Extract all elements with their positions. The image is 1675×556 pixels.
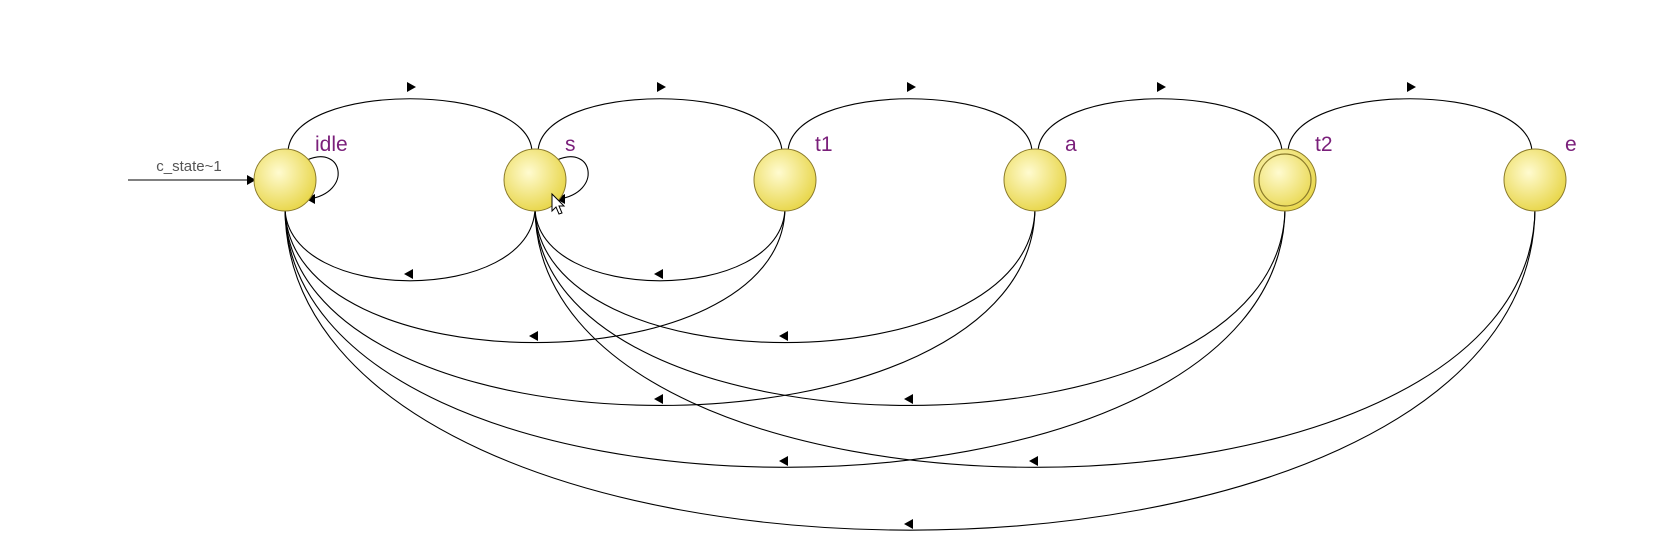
transition-t1-to-a-arrowhead	[907, 82, 916, 92]
state-t1-label: t1	[815, 133, 833, 156]
state-idle-label: idle	[315, 133, 348, 156]
state-t2-label: t2	[1315, 133, 1333, 156]
transition-s-to-s-arrowhead	[556, 194, 565, 204]
state-e[interactable]	[1503, 148, 1567, 212]
transition-a-to-s-arrowhead	[779, 331, 788, 341]
state-e-circle[interactable]	[1503, 148, 1567, 212]
transition-a-to-s	[534, 207, 1036, 344]
transition-t2-to-s-arrowhead	[904, 394, 913, 404]
transition-t2-to-e	[1287, 98, 1533, 153]
transition-e-to-s	[534, 207, 1536, 468]
transition-idle-to-idle-arrowhead	[306, 194, 315, 204]
transition-s-to-t1	[537, 98, 783, 153]
transition-s-to-idle	[284, 207, 536, 282]
state-t1[interactable]	[753, 148, 817, 212]
state-s-circle[interactable]	[503, 148, 567, 212]
initial-transition-arrowhead	[247, 175, 256, 185]
labels-layer: idle s t1 a t2 e	[315, 133, 1577, 156]
transition-idle-to-s-arrowhead	[407, 82, 416, 92]
state-e-label: e	[1565, 133, 1577, 156]
transition-t2-to-idle	[284, 207, 1286, 468]
state-t2[interactable]	[1253, 148, 1317, 212]
transition-t1-to-s-arrowhead	[654, 269, 663, 279]
state-idle-circle[interactable]	[253, 148, 317, 212]
transition-a-to-idle-arrowhead	[654, 394, 663, 404]
states-layer	[253, 148, 1567, 212]
state-idle[interactable]	[253, 148, 317, 212]
state-t2-circle[interactable]	[1253, 148, 1317, 212]
state-t2-accepting-ring	[1258, 153, 1312, 207]
state-t1-circle[interactable]	[753, 148, 817, 212]
transition-s-to-s	[556, 156, 589, 200]
transition-t2-to-e-arrowhead	[1407, 82, 1416, 92]
transition-s-to-idle-arrowhead	[404, 269, 413, 279]
initial-transition-label: c_state~1	[156, 158, 221, 175]
transition-e-to-idle-arrowhead	[904, 519, 913, 529]
transitions-layer	[128, 82, 1536, 531]
transition-idle-to-s	[287, 98, 533, 153]
transition-a-to-idle	[284, 207, 1036, 407]
mouse-pointer-icon	[551, 192, 566, 215]
transition-t1-to-idle	[284, 207, 786, 344]
state-a-circle[interactable]	[1003, 148, 1067, 212]
transition-idle-to-idle	[306, 156, 339, 200]
transition-s-to-t1-arrowhead	[657, 82, 666, 92]
state-a-label: a	[1065, 133, 1077, 156]
transition-a-to-t2	[1037, 98, 1283, 153]
state-a[interactable]	[1003, 148, 1067, 212]
transition-e-to-s-arrowhead	[1029, 456, 1038, 466]
state-s-label: s	[565, 133, 576, 156]
transition-t1-to-s	[534, 207, 786, 282]
transition-t2-to-idle-arrowhead	[779, 456, 788, 466]
state-s[interactable]	[503, 148, 567, 212]
transition-a-to-t2-arrowhead	[1157, 82, 1166, 92]
transition-t2-to-s	[534, 207, 1286, 407]
transition-t1-to-a	[787, 98, 1033, 153]
transition-e-to-idle	[284, 207, 1536, 531]
transition-t1-to-idle-arrowhead	[529, 331, 538, 341]
